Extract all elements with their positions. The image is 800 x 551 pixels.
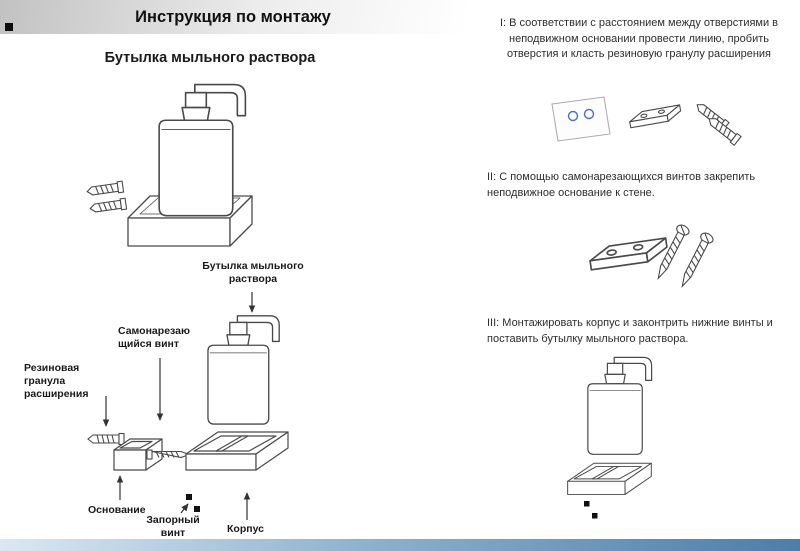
label-self-tapping-screw: Самонарезающийся винт — [118, 325, 190, 351]
label-base: Основание — [88, 504, 146, 516]
label-body: Корпус — [227, 523, 264, 535]
locking-screw-square-icon — [592, 513, 598, 519]
label-locking-screw: Запорный винт — [146, 514, 200, 540]
label-rubber-expansion-plug: Резиновая гранула расширения — [24, 362, 89, 401]
locking-screw-square-icon — [186, 494, 192, 500]
soap-dispenser-drawing — [207, 315, 280, 425]
footer-accent-bar — [0, 539, 800, 551]
drill-template-plate-drawing — [551, 96, 611, 142]
fixed-base-rail-drawing — [627, 104, 683, 129]
expansion-anchor-icon — [85, 180, 125, 198]
callout-arrows — [102, 292, 256, 520]
fixed-base-rail-drawing — [587, 237, 670, 271]
step-3-text: III: Монтажировать корпус и законтрить н… — [487, 317, 773, 345]
locking-screw-square-icon — [584, 501, 590, 507]
soap-dispenser-drawing — [158, 83, 247, 217]
step-2-illustration — [587, 222, 716, 290]
step-1-illustration — [551, 96, 742, 146]
step-3-illustration — [567, 356, 653, 519]
soap-dispenser-drawing — [587, 356, 653, 455]
locking-screw-square-icon — [194, 506, 200, 512]
body-tray-drawing — [185, 431, 289, 471]
expansion-anchor-icon — [88, 197, 128, 215]
header-bar: Инструкция по монтажу — [0, 0, 466, 34]
exploded-diagram — [87, 292, 289, 520]
label-bottle: Бутылка мыльного раствора — [202, 260, 304, 286]
bullet-square-icon — [5, 23, 13, 31]
body-tray-drawing — [567, 462, 652, 495]
product-subtitle: Бутылка мыльного раствора — [104, 50, 316, 66]
expansion-anchor-icon — [87, 432, 125, 446]
page-title: Инструкция по монтажу — [135, 8, 331, 26]
step-1-text: I: В соответствии с расстоянием между от… — [499, 17, 779, 61]
assembled-dispenser-drawing — [85, 83, 253, 247]
expansion-anchor-icon — [705, 113, 742, 146]
step-2-text: II: С помощью самонарезающихся винтов за… — [487, 171, 756, 199]
